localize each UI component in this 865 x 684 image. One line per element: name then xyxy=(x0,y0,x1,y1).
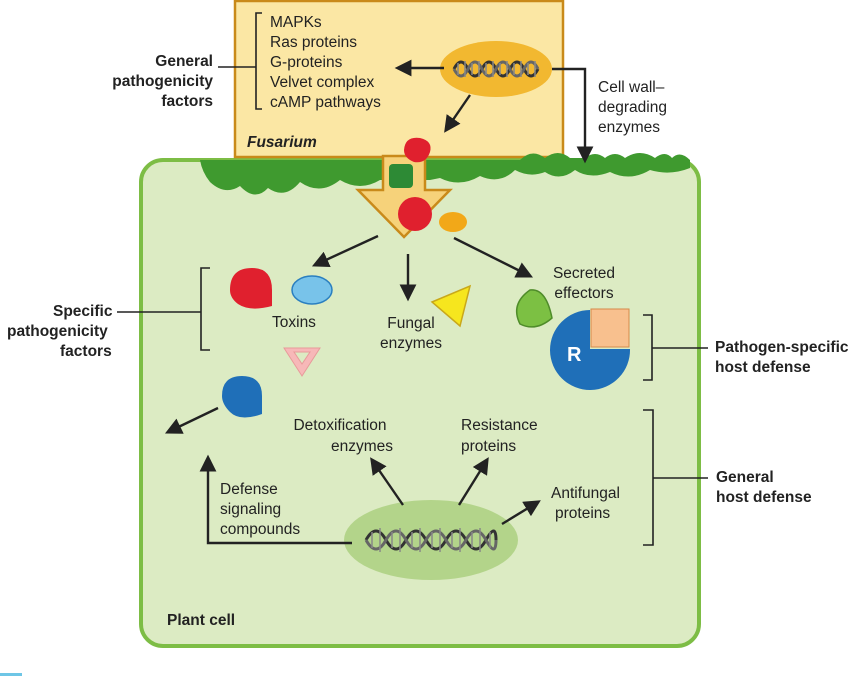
fusarium-title: Fusarium xyxy=(247,134,317,151)
cell-wall-damage xyxy=(200,160,690,195)
arrow-to-toxins xyxy=(311,234,379,268)
defense-signaling-label: signaling xyxy=(220,501,281,518)
toxin-blue-shape xyxy=(291,275,333,305)
defense-signaling-label: Defense xyxy=(220,481,278,498)
fungal-enzymes-label: enzymes xyxy=(380,335,442,352)
antifungal-label: proteins xyxy=(555,505,610,522)
factor-item: cAMP pathways xyxy=(270,94,381,111)
arrow-defense-signaling xyxy=(199,454,352,545)
arrow-dna-to-secreted xyxy=(444,94,471,133)
fungal-enzyme-shape xyxy=(430,284,472,328)
toxin-red-shape xyxy=(230,268,272,309)
toxins-label: Toxins xyxy=(272,314,316,331)
figure-edge-mark xyxy=(0,673,22,676)
secreted-effectors-label: effectors xyxy=(554,285,613,302)
arrow-to-resistance xyxy=(457,457,489,506)
red-toxin-effector xyxy=(398,197,432,231)
host-dna-icon xyxy=(364,528,498,552)
arrow-to-detox xyxy=(370,457,404,506)
pathogen-specific-label: host defense xyxy=(715,359,811,376)
general-host-defense-label: host defense xyxy=(716,489,812,506)
factor-item: MAPKs xyxy=(270,14,322,31)
resistance-label: proteins xyxy=(461,438,516,455)
detox-label: enzymes xyxy=(331,438,393,455)
cell-wall-bump xyxy=(520,153,690,160)
general-pathogenicity-label: factors xyxy=(161,93,213,110)
cell-wall-label: enzymes xyxy=(598,119,660,136)
orange-effector xyxy=(439,212,467,232)
resistance-label: Resistance xyxy=(461,417,538,434)
factor-item: G-proteins xyxy=(270,54,343,71)
specific-bracket xyxy=(200,267,210,351)
effector-green-shape xyxy=(515,289,553,328)
host-dna-area xyxy=(344,500,518,580)
factor-item: Velvet complex xyxy=(270,74,374,91)
secreted-effectors-label: Secreted xyxy=(553,265,615,282)
receptor-shape xyxy=(550,310,631,390)
green-square-effector xyxy=(389,164,413,188)
fungal-enzymes-label: Fungal xyxy=(387,315,434,332)
defense-signaling-label: compounds xyxy=(220,521,300,538)
cell-wall-label: degrading xyxy=(598,99,667,116)
receptor-bound-effector xyxy=(590,308,630,348)
pink-v-shape xyxy=(283,347,321,377)
pathogen-specific-label: Pathogen-specific xyxy=(715,339,849,356)
receptor-letter: R xyxy=(567,344,582,366)
factor-bracket xyxy=(255,12,262,110)
fusarium-dna-icon xyxy=(452,60,540,78)
general-host-defense-label: General xyxy=(716,469,774,486)
general-pathogenicity-label: General xyxy=(155,53,213,70)
arrow-to-secreted-effectors xyxy=(453,236,534,278)
antifungal-label: Antifungal xyxy=(551,485,620,502)
red-effector-top xyxy=(404,137,431,163)
arrow-exit-left xyxy=(164,406,219,434)
arrow-to-antifungal xyxy=(501,500,541,526)
blue-toxin-shape xyxy=(222,376,262,418)
cell-wall-label: Cell wall– xyxy=(598,79,665,96)
specific-pathogenicity-label: factors xyxy=(60,343,112,360)
general-pathogenicity-label: pathogenicity xyxy=(112,73,213,90)
factor-item: Ras proteins xyxy=(270,34,357,51)
detox-label: Detoxification xyxy=(293,417,386,434)
specific-pathogenicity-label: Specific xyxy=(53,303,113,320)
specific-pathogenicity-label: pathogenicity xyxy=(7,323,108,340)
arrow-dna-to-wall xyxy=(552,67,594,164)
plant-cell-label: Plant cell xyxy=(167,612,235,629)
